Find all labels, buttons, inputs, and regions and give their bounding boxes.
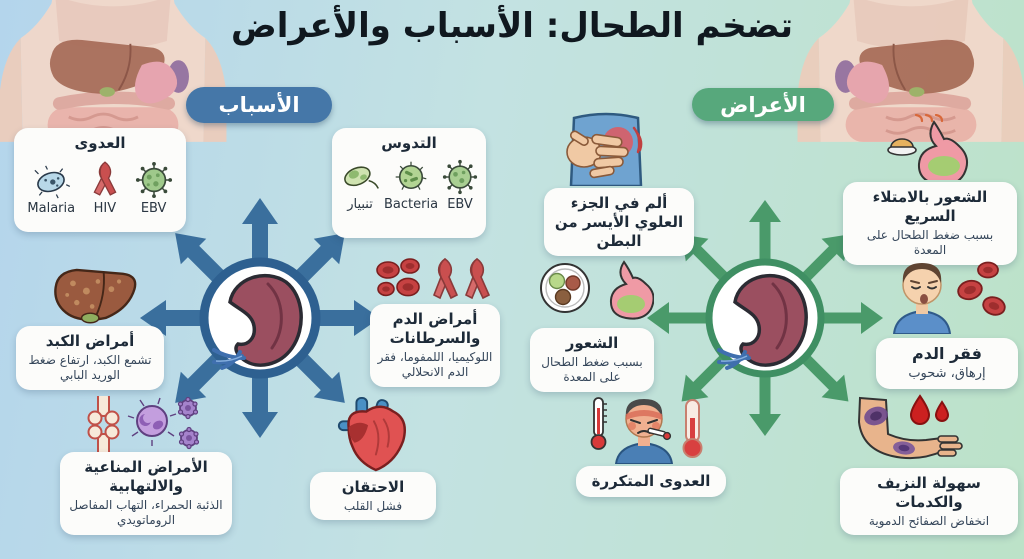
infection-label-malaria: Malaria (27, 200, 76, 216)
bacteria-icon (395, 161, 427, 190)
thermometer-icon (590, 397, 607, 450)
spleen-icon (717, 273, 808, 370)
hand-on-abdomen-icon (566, 112, 643, 186)
stomach-food-icon (887, 114, 969, 180)
card-pressure: الشعور بسبب ضغط الطحال على المعدة (530, 328, 654, 392)
fever-sick-person-icon (590, 397, 703, 464)
temperature-gauge-icon (682, 399, 703, 458)
food-plate-stomach-icon (540, 260, 654, 320)
card-blood-title: أمراض الدم والسرطانات (389, 310, 481, 347)
card-blood-subtitle: اللوكيميا، اللمفوما، فقر الدم الانحلالي (377, 349, 493, 380)
card-anemia-subtitle: إرهاق، شحوب (908, 366, 986, 381)
card-fullness-title: الشعور بالامتلاء السريع (872, 188, 988, 225)
card-pressure-title: الشعور (565, 334, 619, 352)
joint-immune-cells-icon (87, 396, 200, 454)
card-anemia: فقر الدم إرهاق، شحوب (876, 338, 1018, 389)
causes-section-badge: الأسباب (186, 87, 332, 123)
card-recurrent-infection: العدوى المتكررة (576, 466, 726, 497)
infection-label-hiv: HIV (93, 200, 117, 216)
infection-label-ebv: EBV (140, 200, 167, 216)
heart-icon (337, 396, 406, 472)
symptoms-hub-diagram (647, 200, 883, 436)
card-infection-title: العدوى (74, 134, 126, 152)
spleen-icon (212, 273, 303, 370)
awareness-ribbon-icon (93, 161, 117, 196)
card-immune-subtitle: الذئبة الحمراء، التهاب المفاصل الروماتوي… (69, 497, 223, 528)
card-congestion: الاحتقان فشل القلب (310, 472, 436, 521)
card-pain-title: ألم في الجزء العلوي الأيسر من البطن (554, 194, 684, 250)
virus-icon (135, 161, 172, 198)
card-congestion-subtitle: فشل القلب (343, 498, 403, 513)
card-anemia-title: فقر الدم (912, 344, 982, 363)
card-immune-title: الأمراض المناعية والالتهابية (84, 458, 208, 495)
card-bleeding: سهولة النزيف والكدمات انخفاض الصفائح الد… (840, 468, 1018, 536)
card-liver: أمراض الكبد تشمع الكبد، ارتفاع ضغط الوري… (16, 326, 164, 390)
infection-2-label-bacteria: Bacteria (383, 196, 439, 212)
card-fullness-subtitle: بسبب ضغط الطحال على المعدة (866, 227, 994, 258)
card-infection-2-title: التدوس (381, 134, 437, 152)
blood-cells-ribbons-icon (376, 258, 491, 300)
infection-2-icon-row: EBV Bacteria تنبيار (338, 159, 480, 212)
blood-drop-icon (909, 394, 950, 425)
card-liver-subtitle: تشمع الكبد، ارتفاع ضغط الوريد البابي (28, 352, 152, 383)
bruised-arm-blood-drops-icon (857, 394, 963, 460)
card-blood: أمراض الدم والسرطانات اللوكيميا، اللمفوم… (370, 304, 500, 387)
card-bleeding-title: سهولة النزيف والكدمات (877, 474, 981, 511)
infection-2-label-parasite: تنبيار (347, 196, 373, 212)
parasite-icon (344, 166, 379, 189)
causes-hub-diagram (140, 198, 380, 438)
virus-icon (442, 159, 478, 194)
card-fullness: الشعور بالامتلاء السريع بسبب ضغط الطحال … (843, 182, 1017, 265)
card-immune: الأمراض المناعية والالتهابية الذئبة الحم… (60, 452, 232, 535)
symptoms-section-badge: الأعراض (692, 88, 834, 121)
card-recurrent-infection-title: العدوى المتكررة (591, 472, 711, 490)
card-pain: ألم في الجزء العلوي الأيسر من البطن (544, 188, 694, 257)
card-liver-title: أمراض الكبد (45, 332, 135, 350)
page-title: تضخم الطحال: الأسباب والأعراض (231, 6, 793, 46)
card-infection-2: التدوس EBV Bacteria (332, 128, 486, 238)
infection-icon-row: EBV HIV Malaria (20, 159, 180, 216)
card-infection: العدوى EBV HIV Malaria (14, 128, 186, 232)
tired-person-blood-cells-icon (892, 261, 1006, 334)
infection-2-label-ebv: EBV (447, 196, 473, 212)
malaria-parasite-icon (34, 165, 71, 199)
card-pressure-subtitle: بسبب ضغط الطحال على المعدة (541, 354, 643, 385)
anatomy-torso-illustration (0, 0, 227, 142)
card-congestion-title: الاحتقان (341, 478, 405, 496)
liver-icon (54, 268, 137, 324)
card-bleeding-subtitle: انخفاض الصفائح الدموية (868, 513, 990, 528)
